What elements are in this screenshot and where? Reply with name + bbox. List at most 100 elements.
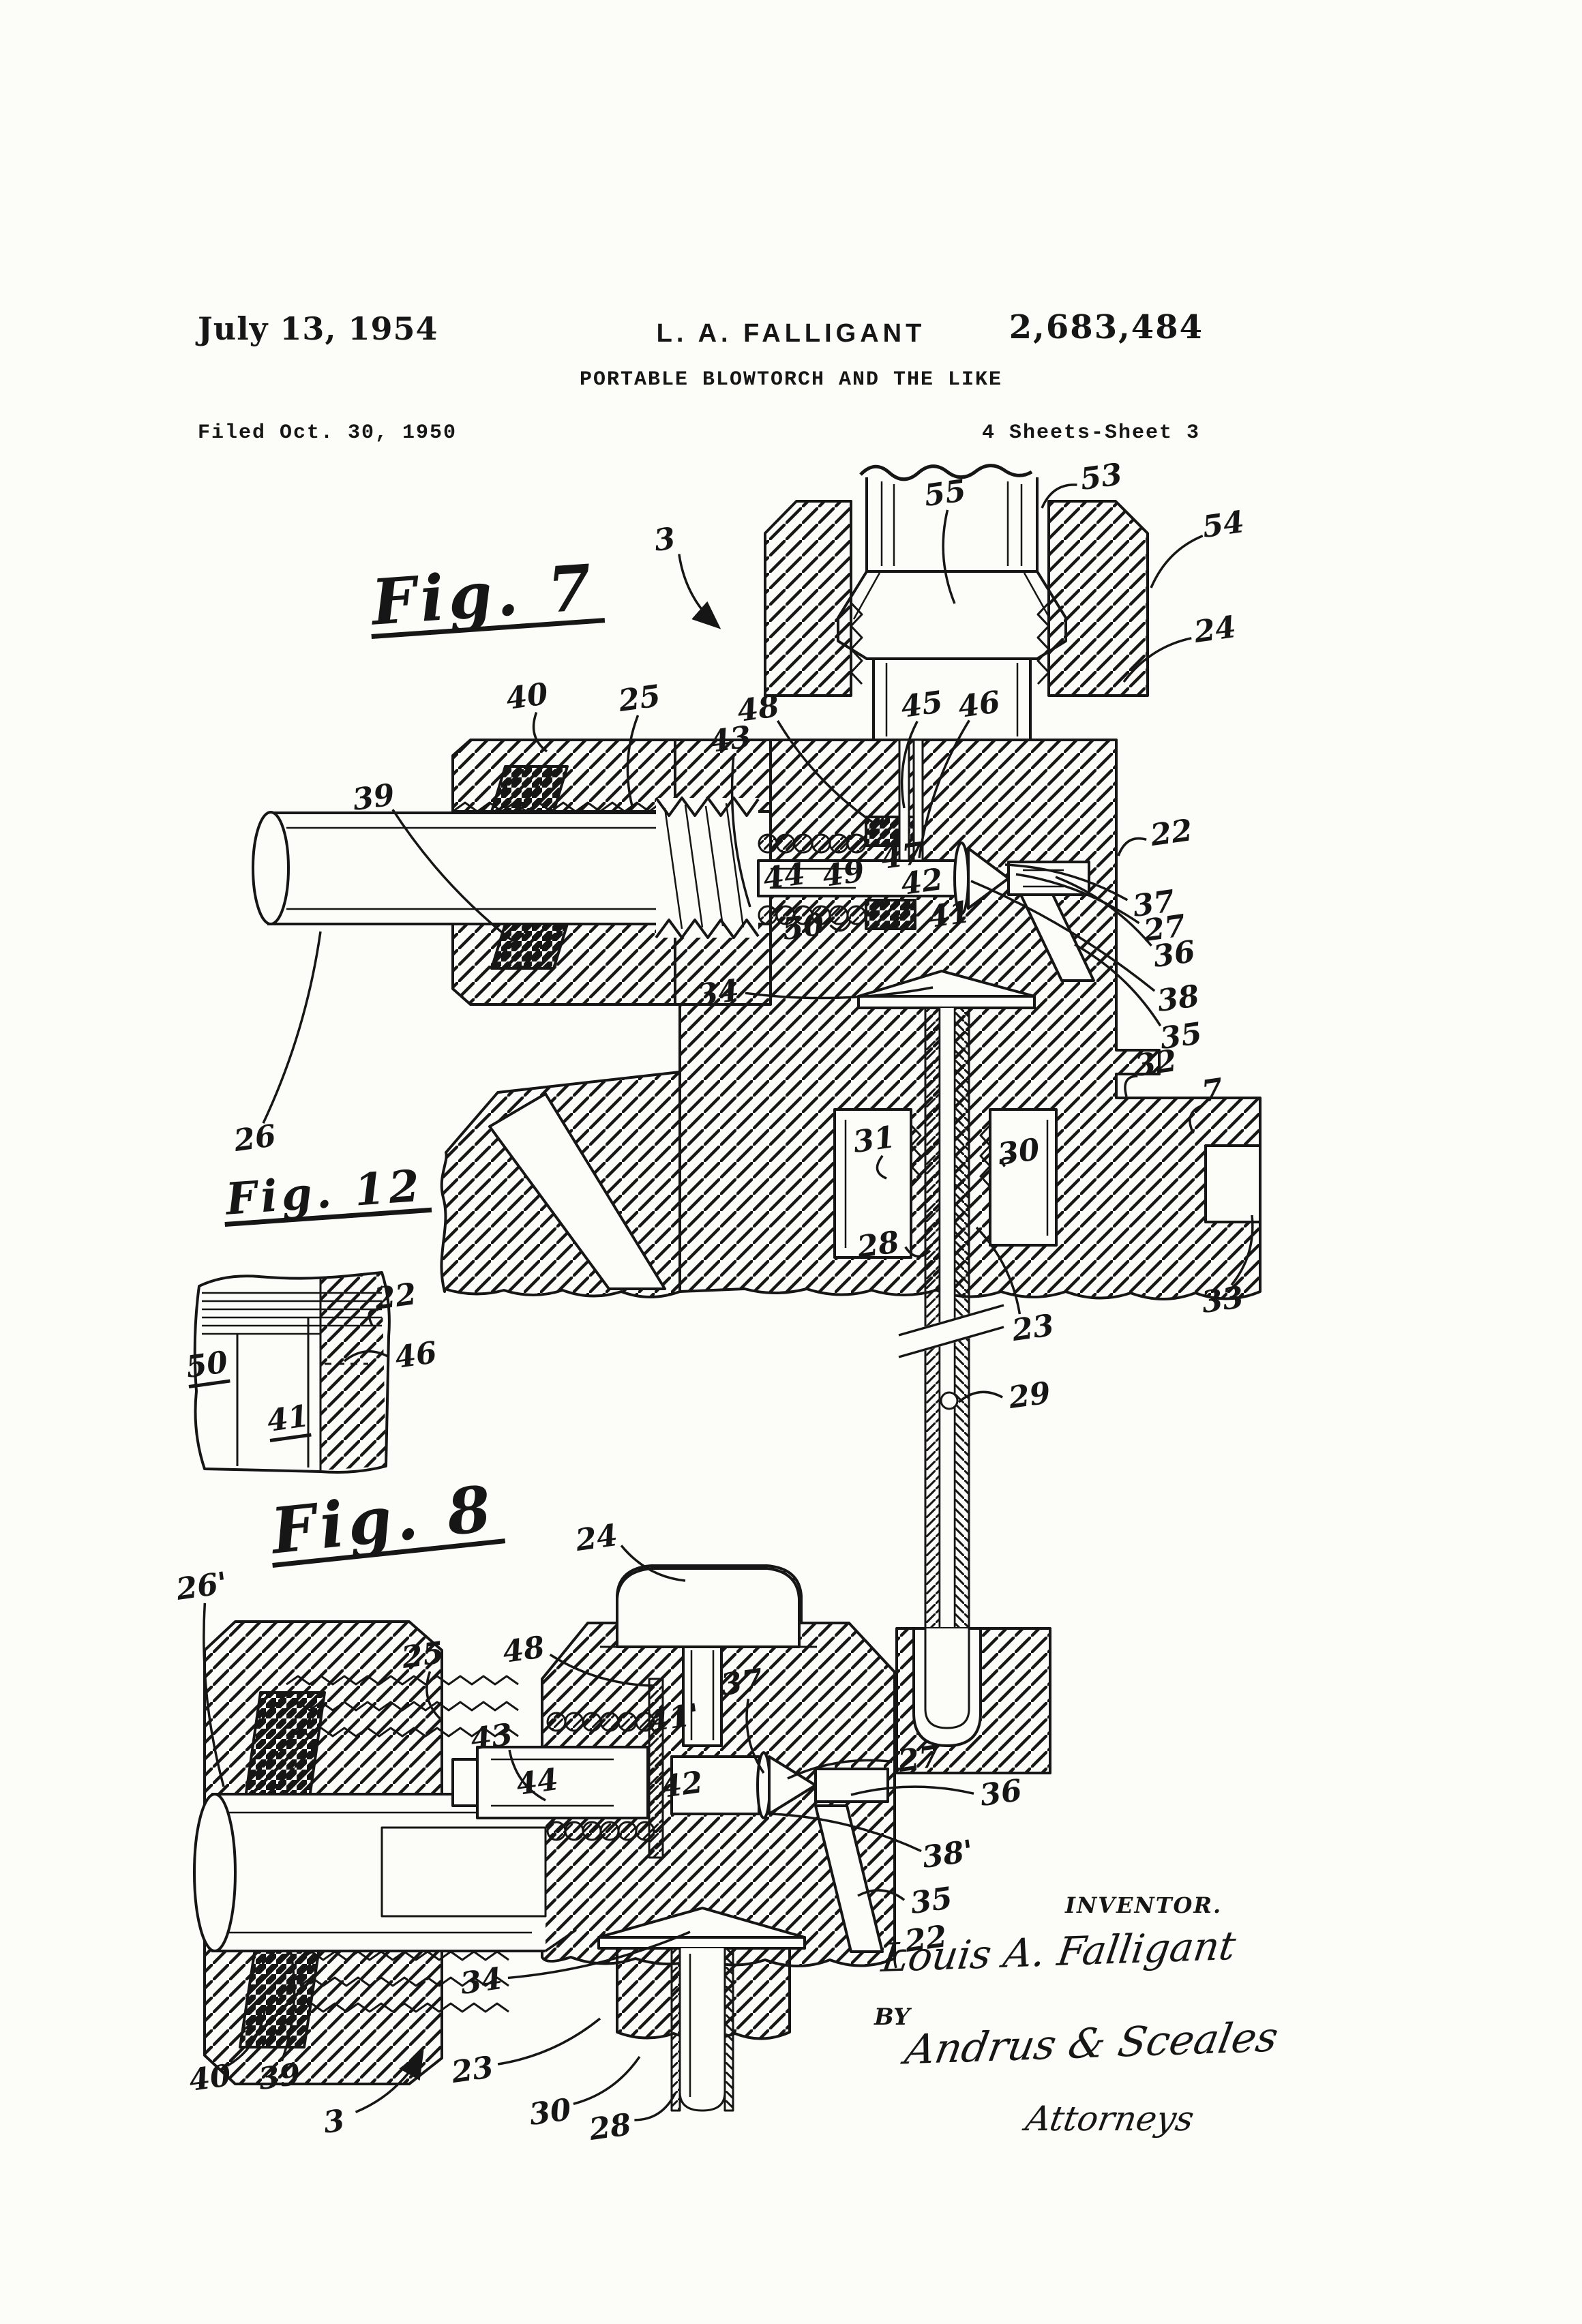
leader-line-30-fig8	[573, 2056, 641, 2105]
ref-numeral-28-fig8: 28	[587, 2106, 633, 2148]
leader-line-38-fig7	[970, 880, 1156, 992]
ref-numeral-46-fig7: 46	[956, 684, 1002, 726]
ref-numeral-48-fig8: 48	[501, 1629, 547, 1671]
leader-line-28-fig8	[634, 2093, 676, 2121]
ref-numeral-34-fig7: 34	[695, 972, 741, 1014]
leader-line-26-fig7	[262, 931, 322, 1124]
leader-line-39-fig8	[280, 1950, 296, 2061]
leader-line-3-fig7	[678, 554, 721, 629]
leader-line-32-fig7	[1124, 1075, 1138, 1097]
ref-numeral-29-fig7: 29	[1006, 1375, 1053, 1416]
ref-numeral-34-fig8: 34	[458, 1961, 505, 2002]
ref-numeral-49-fig7: 49	[820, 853, 867, 895]
leader-line-55-fig7	[942, 509, 956, 604]
ref-numeral-22-fig12: 22	[372, 1276, 419, 1317]
leader-line-37-fig7	[1004, 863, 1129, 902]
ref-numeral-38p-fig8: 38'	[920, 1834, 976, 1875]
leader-line-40-fig8	[226, 2011, 266, 2067]
ref-numeral-23-fig7: 23	[1010, 1307, 1056, 1349]
leader-line-29-fig7	[957, 1390, 1003, 1403]
fig7-drawing	[252, 462, 1262, 1774]
ref-numeral-35-fig8: 35	[908, 1880, 955, 1922]
leader-line-43-fig7	[730, 756, 751, 908]
leader-line-25-fig8	[426, 1671, 441, 1720]
leader-line-27-fig7	[1015, 873, 1140, 925]
ref-numeral-37-fig8: 37	[719, 1662, 765, 1703]
leader-line-35-fig7	[1074, 943, 1162, 1027]
ref-numeral-32-fig7: 32	[1133, 1043, 1179, 1084]
leader-line-22-fig8	[893, 1949, 907, 1969]
leader-line-48-fig8	[549, 1653, 654, 1687]
ref-numeral-7-fig7: 7	[1199, 1072, 1225, 1109]
ref-numeral-42-fig8: 42	[659, 1764, 705, 1806]
ref-numeral-36-fig7: 36	[1151, 934, 1197, 975]
leader-line-53-fig7	[1041, 483, 1077, 509]
leader-line-23-fig7	[975, 1226, 1021, 1315]
leader-line-24-fig8	[620, 1545, 686, 1582]
ref-numeral-39-fig8: 39	[256, 2056, 303, 2098]
ref-numeral-25-fig8: 25	[400, 1635, 446, 1676]
fig12-drawing	[193, 1271, 391, 1474]
leader-line-22-fig7	[1117, 837, 1147, 856]
leader-line-36-fig8	[850, 1785, 974, 1796]
ref-numeral-41-fig12: 41	[265, 1399, 312, 1443]
leader-line-46-fig7	[918, 719, 970, 859]
ref-numeral-45-fig7: 45	[899, 684, 945, 726]
leader-line-36-fig7	[1055, 876, 1152, 947]
leader-line-34-fig7	[745, 986, 934, 1000]
ref-numeral-41-fig7: 41	[926, 894, 972, 936]
leader-line-31-fig7	[876, 1154, 887, 1180]
ref-numeral-39-fig7: 39	[350, 777, 397, 818]
fig8-drawing	[193, 1564, 896, 2112]
ref-numeral-54-fig7: 54	[1200, 504, 1247, 546]
ref-numeral-31-fig7: 31	[851, 1119, 897, 1161]
by-label: BY	[874, 2003, 910, 2031]
ref-numeral-30-fig7: 30	[996, 1131, 1042, 1173]
ref-numeral-55-fig7: 55	[922, 473, 968, 514]
ref-numeral-38-fig7: 38	[1155, 978, 1202, 1019]
ref-numeral-40-fig8: 40	[187, 2057, 233, 2099]
leader-line-22-fig12	[368, 1308, 379, 1326]
filed-date-line: Filed Oct. 30, 1950	[198, 421, 458, 445]
leader-line-27-fig8	[787, 1759, 893, 1780]
inventor-name-header: L. A. FALLIGANT	[656, 319, 926, 348]
leader-line-40-fig7	[532, 711, 548, 753]
ref-numeral-24-fig8: 24	[573, 1517, 620, 1559]
leader-line-43-fig8	[508, 1749, 546, 1802]
attorneys-caption: Attorneys	[1022, 2099, 1197, 2139]
leader-line-45-fig7	[900, 720, 919, 809]
ref-numeral-50-fig12: 50	[184, 1345, 230, 1389]
leader-line-28-fig7	[904, 1246, 931, 1257]
ref-numeral-44-fig8: 44	[514, 1761, 561, 1803]
leader-line-38p-fig8	[771, 1813, 922, 1853]
ref-numeral-33-fig7: 33	[1199, 1279, 1246, 1321]
ref-numeral-43-fig7: 43	[707, 719, 753, 760]
leader-line-48-fig7	[776, 719, 874, 824]
ref-numeral-27-fig8: 27	[896, 1738, 942, 1780]
ref-numeral-43-fig8: 43	[468, 1716, 515, 1758]
leader-line-3-fig8	[355, 2049, 424, 2113]
ref-numeral-23-fig8: 23	[449, 2049, 496, 2091]
leader-line-46-fig12	[343, 1350, 389, 1362]
sheet-count-line: 4 Sheets-Sheet 3	[981, 421, 1200, 445]
leader-line-39-fig7	[391, 809, 514, 942]
leader-line-23-fig8	[497, 2017, 601, 2066]
leader-line-24-fig7	[1122, 637, 1192, 683]
leader-line-7-fig7	[1189, 1105, 1202, 1134]
patent-date: July 13, 1954	[198, 310, 438, 347]
ref-numeral-46-fig12: 46	[393, 1335, 439, 1376]
leader-line-41p-fig8	[647, 1723, 656, 1733]
leader-line-26p-fig8	[203, 1603, 225, 1787]
ref-numeral-28-fig7: 28	[855, 1224, 901, 1266]
leader-line-35-fig8	[857, 1889, 906, 1901]
ref-numeral-30-fig8: 30	[527, 2091, 573, 2133]
leader-line-50-fig7	[829, 920, 852, 932]
ref-numeral-3-fig7: 3	[652, 521, 678, 558]
ref-numeral-36-fig8: 36	[978, 1772, 1024, 1814]
ref-numeral-50-fig7: 50	[780, 906, 826, 948]
leader-line-30-fig7	[1001, 1157, 1015, 1167]
ref-numeral-40-fig7: 40	[504, 676, 550, 717]
